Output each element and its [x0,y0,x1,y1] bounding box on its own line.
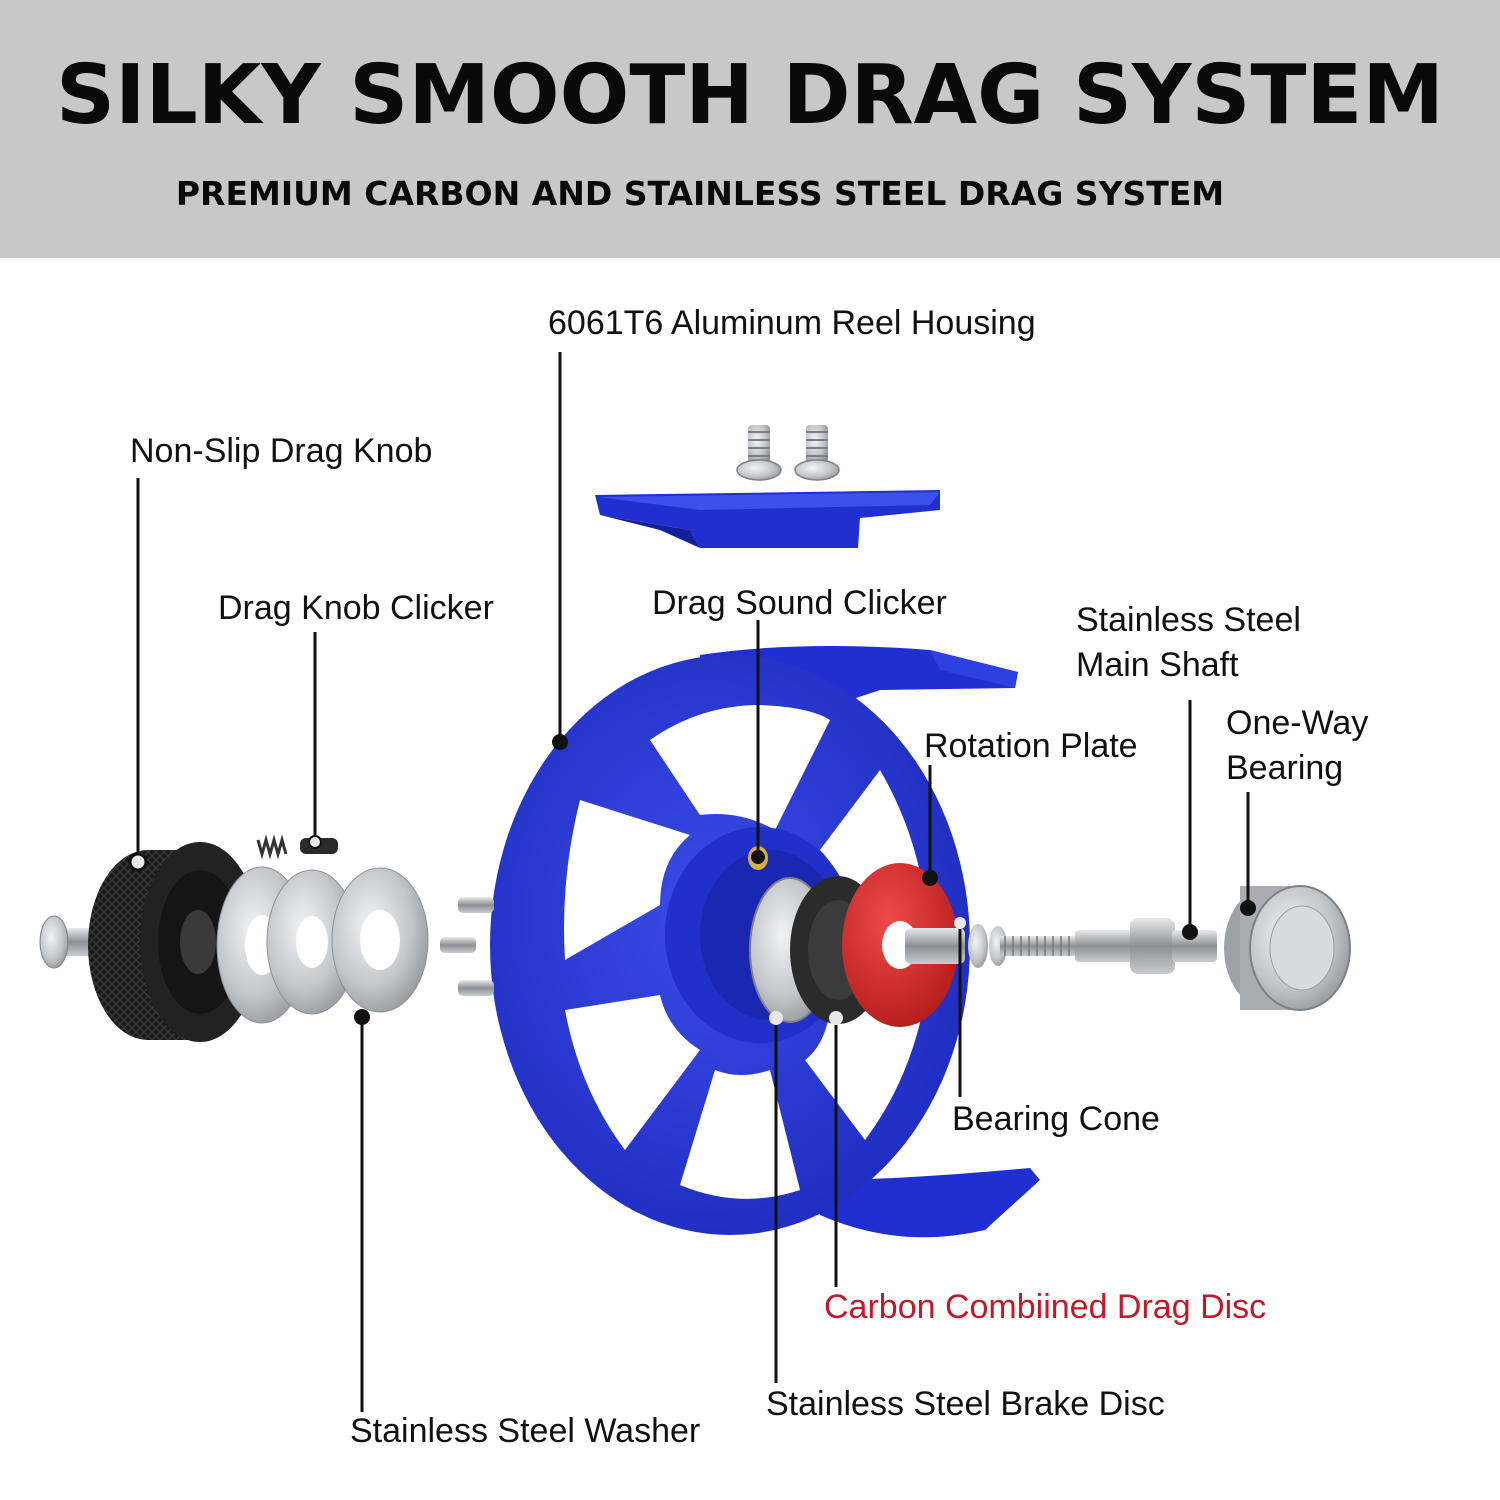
label-washer: Stainless Steel Washer [350,1412,701,1450]
frame-top-arm [700,646,1018,700]
page-subtitle: PREMIUM CARBON AND STAINLESS STEEL DRAG … [175,174,1225,213]
stainless-main-shaft [905,918,1217,974]
stainless-washer-2 [266,869,358,1015]
label-carbon-disc: Carbon Combiined Drag Disc [824,1288,1267,1326]
reel-seat-plate [595,490,940,548]
seat-screw-right [794,425,840,481]
label-bearing-line1: One-Way [1226,704,1369,742]
label-main-shaft-line2: Main Shaft [1076,646,1239,684]
seat-screw-left [736,425,782,481]
housing-pins [440,897,494,996]
label-bearing-line2: Bearing [1226,749,1344,787]
label-sound-clicker: Drag Sound Clicker [652,584,947,622]
page-title: SILKY SMOOTH DRAG SYSTEM [55,48,1445,143]
frame-bottom-arm [820,1168,1040,1238]
label-rotation-plate: Rotation Plate [924,727,1138,765]
drag-knob-clicker [256,834,338,860]
stainless-washer-3 [331,867,429,1013]
label-drag-knob: Non-Slip Drag Knob [130,432,433,470]
label-brake-disc: Stainless Steel Brake Disc [766,1385,1165,1423]
label-housing: 6061T6 Aluminum Reel Housing [548,304,1036,342]
leader-lines [136,352,1250,1412]
leader-dots [128,734,1256,1025]
label-main-shaft-line1: Stainless Steel [1076,601,1301,639]
header-banner [0,0,1500,258]
label-bearing-cone: Bearing Cone [952,1100,1160,1138]
one-way-bearing [1224,885,1351,1011]
label-knob-clicker: Drag Knob Clicker [218,589,494,627]
